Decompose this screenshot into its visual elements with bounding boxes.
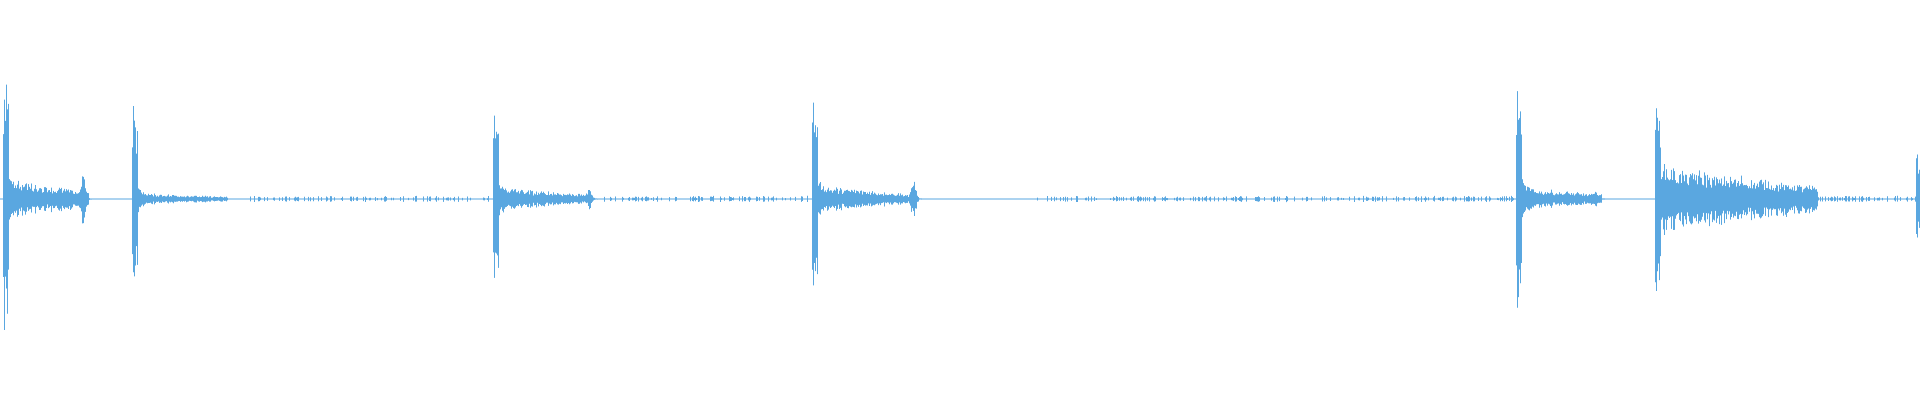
waveform-trace (3, 84, 1920, 331)
